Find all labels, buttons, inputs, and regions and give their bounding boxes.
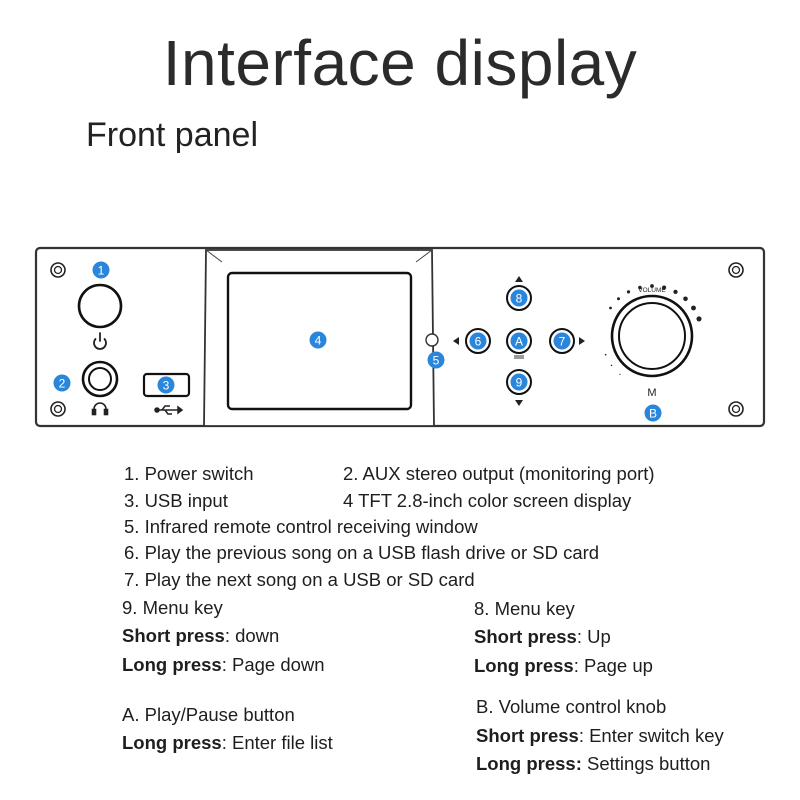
headphone-icon — [91, 402, 109, 416]
legend-item-7: 7. Play the next song on a USB or SD car… — [124, 569, 475, 590]
marker-power: 1 — [92, 261, 110, 279]
legend-item-2: 2. AUX stereo output (monitoring port) — [343, 463, 655, 484]
page-subtitle: Front panel — [86, 116, 258, 154]
svg-text:2: 2 — [59, 377, 66, 391]
arrow-up-icon — [515, 276, 523, 282]
volume-label: VOLUME — [638, 287, 666, 294]
legend-item-9-short: Short press: down — [122, 625, 280, 646]
svg-text:4: 4 — [315, 334, 322, 348]
play-pause-button[interactable]: A — [506, 328, 532, 354]
volume-scale-dot — [638, 285, 642, 290]
legend-item-8-short: Short press: Up — [474, 626, 611, 647]
legend-item-3: 3. USB input — [124, 490, 228, 511]
marker-ir: 5 — [427, 351, 445, 369]
svg-text:A: A — [515, 335, 523, 349]
legend-item-b-title: B. Volume control knob — [476, 696, 667, 717]
legend-item-1: 1. Power switch — [124, 463, 254, 484]
volume-scale-dot — [650, 284, 654, 288]
aux-output-jack[interactable] — [81, 360, 119, 398]
marker-aux: 2 — [53, 374, 71, 392]
corner-screw-bottom-right — [728, 401, 744, 417]
legend-item-5: 5. Infrared remote control receiving win… — [124, 516, 478, 537]
volume-scale-dot — [662, 285, 667, 290]
legend-item-b-short: Short press: Enter switch key — [476, 725, 724, 746]
prev-button[interactable]: 6 — [465, 328, 491, 354]
svg-text:B: B — [649, 407, 657, 421]
ir-receiver-window — [425, 333, 439, 347]
legend-item-a-title: A. Play/Pause button — [122, 704, 295, 725]
legend-item-b-long: Long press: Settings button — [476, 753, 711, 774]
next-button[interactable]: 7 — [549, 328, 575, 354]
knob-m-label: M — [647, 387, 656, 399]
svg-text:3: 3 — [163, 379, 170, 393]
page-title: Interface display — [162, 27, 638, 99]
marker-volume-knob: B — [644, 404, 662, 422]
legend-item-6: 6. Play the previous song on a USB flash… — [124, 542, 600, 563]
menu-down-button[interactable]: 9 — [506, 369, 532, 395]
volume-scale-dot — [691, 305, 696, 311]
play-indicator-icon — [514, 355, 524, 359]
volume-scale-dot — [683, 296, 688, 302]
arrow-right-icon — [579, 337, 585, 345]
volume-scale-dot — [609, 306, 612, 310]
volume-scale-dot — [696, 316, 702, 322]
marker-usb: 3 — [157, 376, 175, 394]
usb-icon — [154, 405, 184, 415]
volume-scale-dot — [673, 289, 678, 295]
volume-scale-dot — [626, 290, 631, 294]
svg-text:6: 6 — [475, 335, 482, 349]
corner-screw-bottom-left — [50, 401, 66, 417]
arrow-left-icon — [453, 337, 459, 345]
svg-text:7: 7 — [559, 335, 566, 349]
volume-scale-dot — [604, 353, 607, 356]
arrow-down-icon — [515, 400, 523, 406]
svg-text:9: 9 — [516, 376, 523, 390]
legend-item-a-long: Long press: Enter file list — [122, 732, 333, 753]
legend-item-9-long: Long press: Page down — [122, 654, 325, 675]
corner-screw-top-left — [50, 262, 66, 278]
volume-scale-dot — [619, 373, 621, 375]
volume-scale-dot — [616, 297, 621, 301]
legend-item-8-long: Long press: Page up — [474, 655, 653, 676]
volume-knob[interactable] — [610, 294, 694, 378]
power-button[interactable] — [77, 283, 123, 329]
svg-text:5: 5 — [433, 354, 440, 368]
legend-item-8-title: 8. Menu key — [474, 598, 575, 619]
menu-up-button[interactable]: 8 — [506, 285, 532, 311]
power-icon — [93, 332, 107, 350]
svg-text:1: 1 — [98, 264, 105, 278]
volume-scale-dot — [610, 364, 613, 367]
legend-item-4: 4 TFT 2.8-inch color screen display — [343, 490, 632, 511]
marker-screen: 4 — [309, 331, 327, 349]
corner-screw-top-right — [728, 262, 744, 278]
volume-scale-dots — [604, 284, 702, 375]
legend-item-9-title: 9. Menu key — [122, 597, 223, 618]
svg-text:8: 8 — [516, 292, 523, 306]
